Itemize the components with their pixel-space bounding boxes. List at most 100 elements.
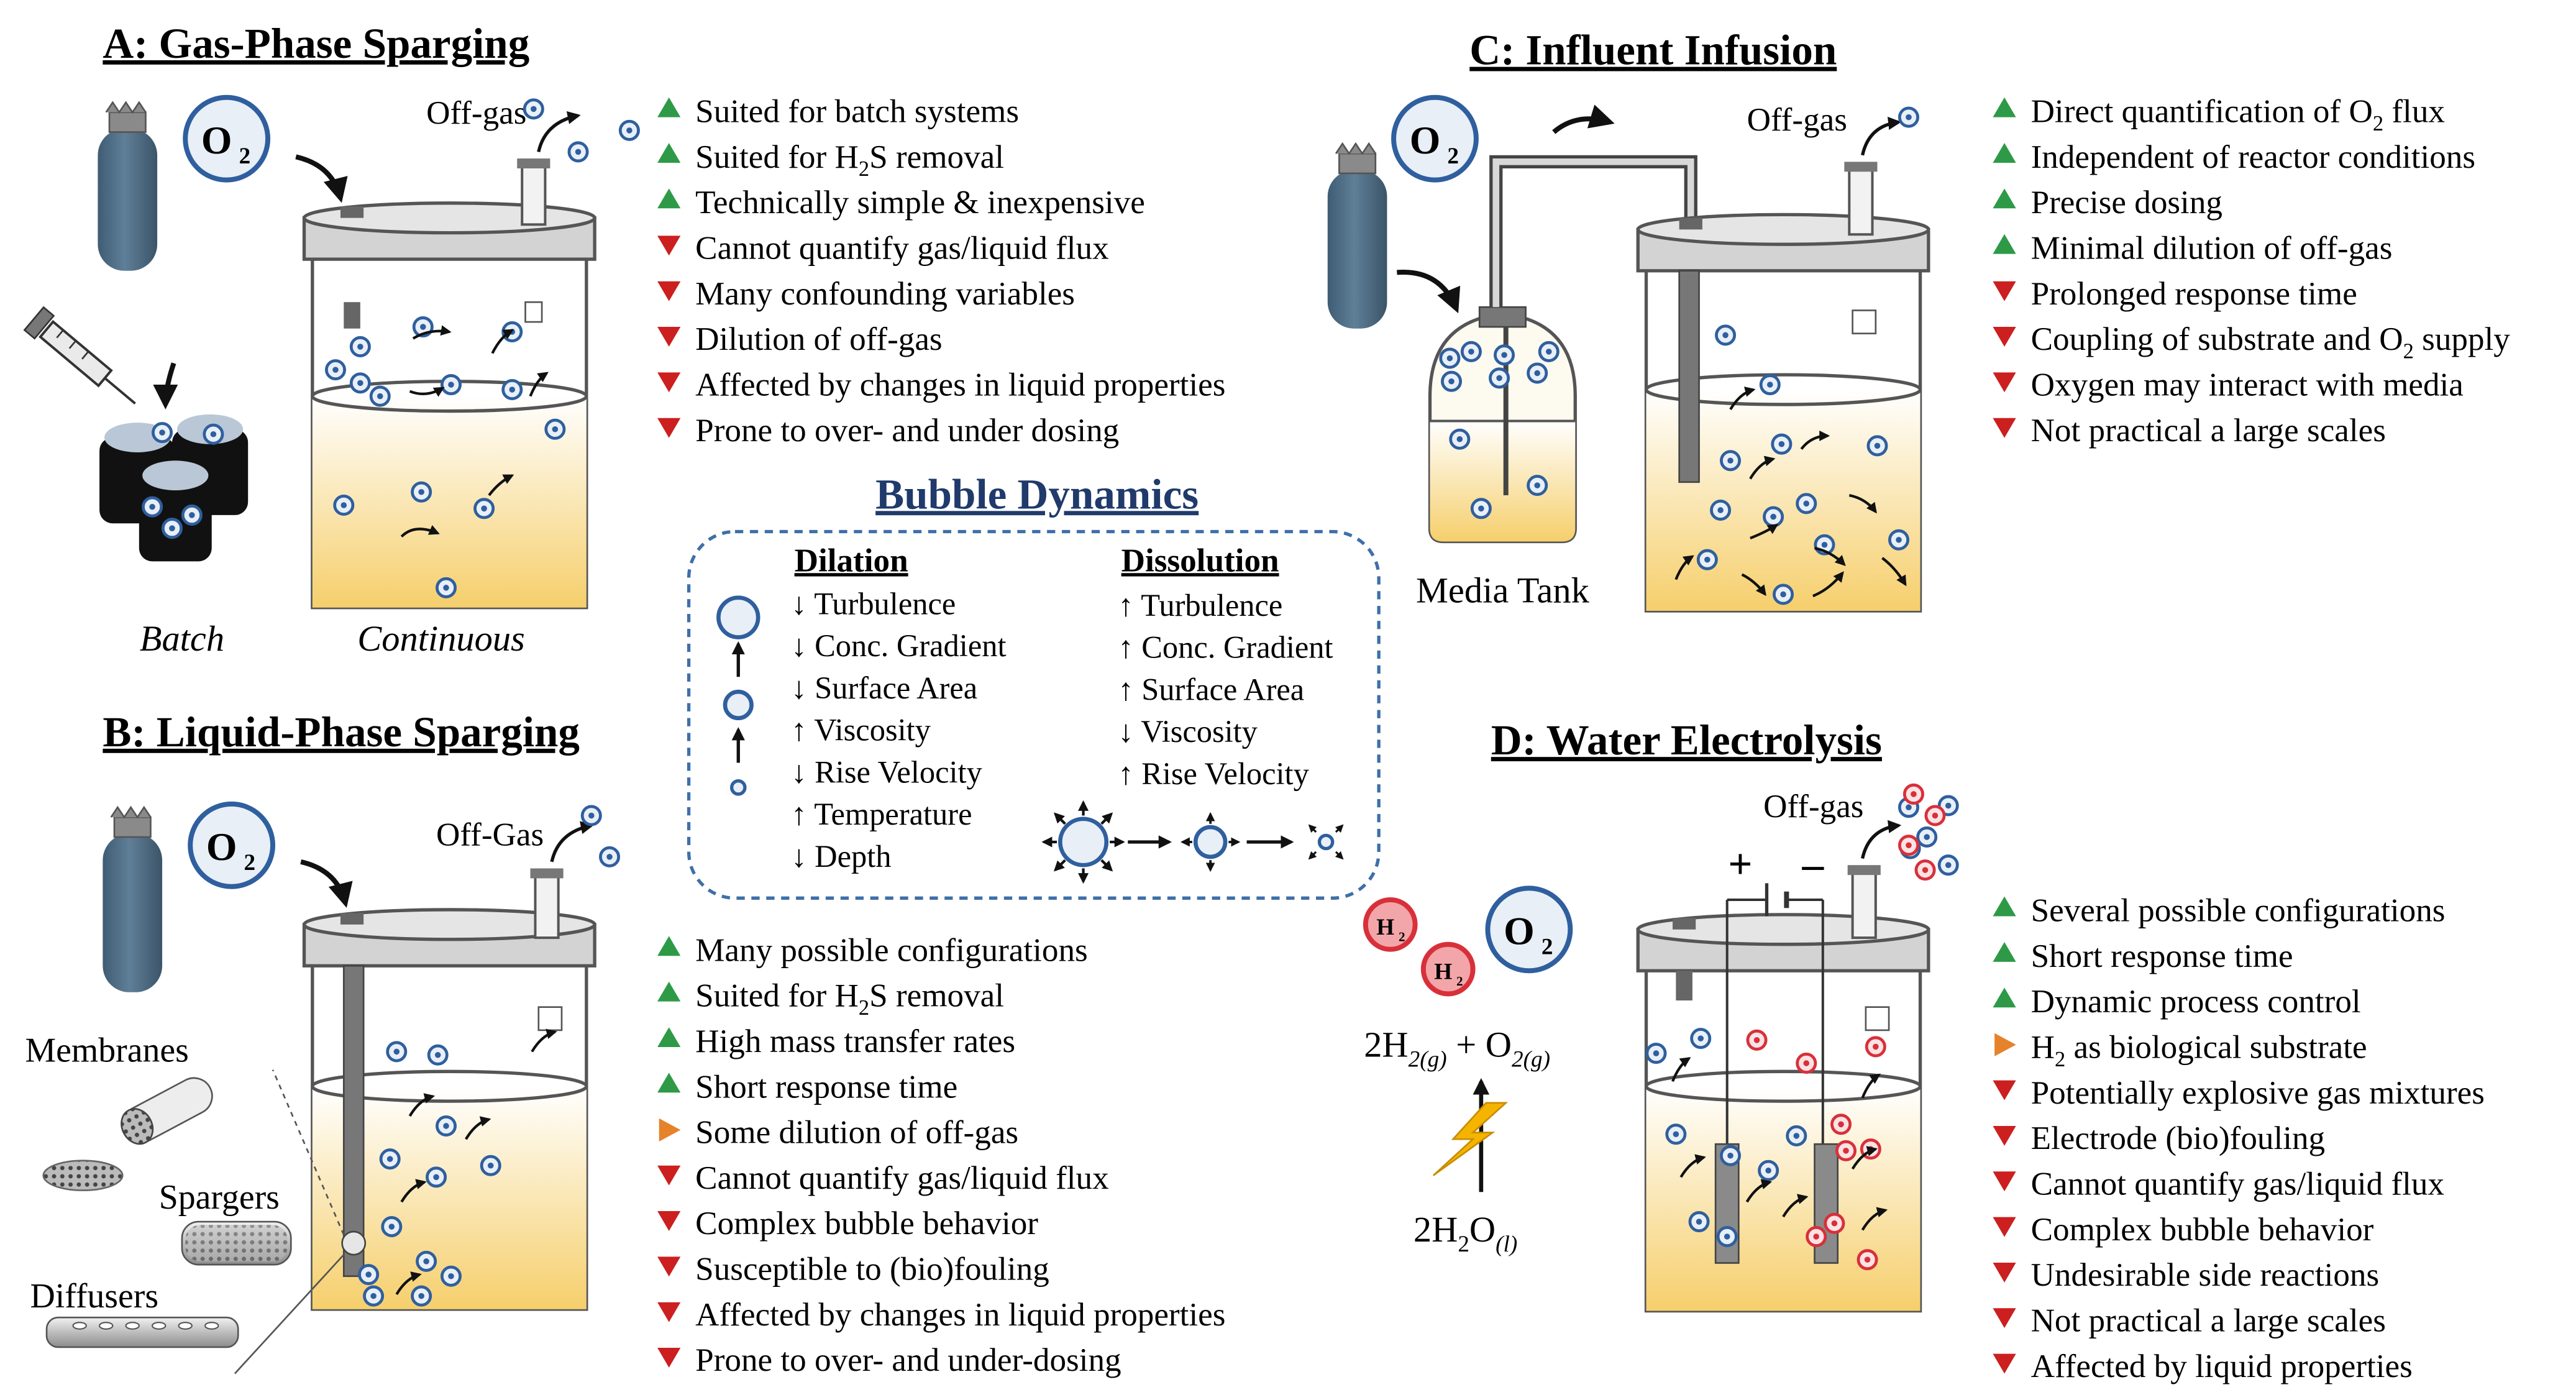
list-item: Susceptible to (bio)fouling: [657, 1251, 1049, 1288]
list-item-text: Independent of reactor conditions: [2031, 139, 2475, 175]
reactor-vessel-c: [1636, 162, 1930, 613]
o2-subscript: 2: [239, 144, 251, 169]
lightning-bolt-icon: [1432, 1102, 1509, 1176]
con-marker-icon: [1993, 418, 2016, 438]
dilation-item: ↑ Viscosity: [791, 713, 931, 748]
bubble-core: [418, 1292, 424, 1299]
list-item-text: Not practical a large scales: [2031, 1302, 2386, 1338]
list-item-text: Prone to over- and under dosing: [695, 413, 1119, 449]
electrolysis-equation-reactant: 2H2O(l): [1414, 1209, 1517, 1257]
dissolution-item: ↓ Viscosity: [1118, 714, 1258, 749]
pro-marker-icon: [1993, 97, 2016, 117]
bubble-core: [433, 1174, 439, 1181]
list-item: Many confounding variables: [657, 276, 1075, 312]
bubble-core: [340, 502, 347, 508]
list-item-text: Coupling of substrate and O2 supply: [2031, 321, 2511, 363]
bubble-core: [434, 1051, 441, 1058]
inject-arrow-icon: [153, 362, 178, 409]
bubble-core: [1932, 812, 1939, 819]
con-marker-icon: [657, 372, 681, 393]
bubble-core: [1496, 375, 1502, 382]
bubble-core: [1704, 556, 1710, 563]
dilation-item: ↓ Depth: [791, 839, 891, 874]
swirl-arrow-icon: [1881, 557, 1907, 587]
con-marker-icon: [1993, 1308, 2016, 1329]
list-item-text: Affected by changes in liquid properties: [695, 367, 1225, 403]
bubble-core: [448, 1273, 454, 1279]
sparger-icon: [181, 1220, 292, 1266]
bubble-core: [1534, 482, 1540, 488]
electrolysis-equation-products: 2H2(g) + O2(g): [1364, 1024, 1550, 1072]
continuous-label: Continuous: [357, 618, 525, 659]
dissolution-item: ↑ Conc. Gradient: [1118, 630, 1333, 665]
dilation-list: ↓ Turbulence↓ Conc. Gradient↓ Surface Ar…: [791, 586, 1006, 873]
panel-d-title: D: Water Electrolysis: [1491, 716, 1882, 764]
bubble-core: [443, 585, 449, 591]
flow-arrow-icon: [295, 154, 348, 203]
swirl-arrow-icon: [465, 1116, 491, 1140]
list-item: Electrode (bio)fouling: [1993, 1120, 2325, 1156]
bubble-core: [1778, 441, 1785, 447]
list-item-text: Some dilution of off-gas: [695, 1115, 1018, 1151]
bubble-core: [1724, 1233, 1730, 1240]
gas-cylinder-icon: [1327, 142, 1387, 329]
bubble-core: [332, 367, 339, 373]
bubble-core: [1673, 1131, 1679, 1138]
zoom-line: [272, 1069, 345, 1235]
o2-subscript: 2: [1447, 144, 1459, 169]
swirl-arrows-d: [1671, 1057, 1888, 1231]
list-item: Cannot quantify gas/liquid flux: [1993, 1166, 2444, 1202]
swirl-arrow-icon: [400, 524, 440, 538]
con-marker-icon: [657, 1348, 681, 1368]
swirl-arrow-icon: [1848, 493, 1877, 514]
bubble-core: [1501, 352, 1507, 359]
neutral-marker-icon: [659, 1118, 681, 1142]
flow-arrow-icon: [1397, 269, 1461, 314]
list-item-text: Dynamic process control: [2031, 984, 2361, 1020]
list-item-text: Affected by liquid properties: [2031, 1348, 2413, 1384]
dilation-item: ↑ Temperature: [791, 797, 972, 831]
bubble-dissolution-icon: [1041, 800, 1344, 884]
list-item-text: Direct quantification of O2 flux: [2031, 94, 2445, 135]
swirl-arrow-icon: [1671, 1057, 1691, 1082]
swirl-arrows-c: [1674, 387, 1907, 598]
con-marker-icon: [1993, 327, 2016, 347]
list-item: Potentially explosive gas mixtures: [1993, 1075, 2485, 1111]
list-item: Affected by liquid properties: [1993, 1348, 2413, 1384]
bubble-core: [377, 393, 383, 400]
pro-marker-icon: [657, 936, 681, 956]
bubble-core: [552, 426, 559, 432]
swirl-arrow-icon: [408, 1093, 436, 1117]
bubble-core: [169, 525, 175, 531]
swirl-arrow-icon: [1741, 573, 1766, 597]
list-item: Dynamic process control: [1993, 984, 2361, 1020]
bubble-core: [393, 1048, 400, 1055]
pro-marker-icon: [657, 1027, 681, 1047]
bubble-core: [1873, 1043, 1879, 1050]
o2-subscript: 2: [1541, 935, 1553, 960]
swirl-arrow-icon: [1729, 387, 1756, 410]
con-marker-icon: [657, 418, 681, 438]
bubble-core: [1906, 842, 1912, 849]
h2-label: H: [1434, 959, 1452, 985]
flow-arrow-icon: [1552, 104, 1615, 134]
dilation-item: ↓ Rise Velocity: [791, 754, 982, 789]
list-item: Suited for H2S removal: [657, 139, 1004, 181]
bubble-core: [1838, 1121, 1844, 1128]
panel-c: C: Influent Infusion O 2 Media Tank: [1327, 26, 2511, 613]
dilation-item: ↓ Conc. Gradient: [791, 628, 1006, 663]
bubble-core: [1803, 1060, 1810, 1066]
bubble-core: [1793, 1133, 1800, 1139]
pro-marker-icon: [657, 97, 681, 117]
o2-label: O: [206, 825, 237, 869]
bubble-core: [388, 1224, 395, 1230]
swirl-arrow-icon: [395, 1271, 422, 1296]
bubble-core: [448, 382, 454, 388]
bubble-core: [365, 1271, 372, 1278]
swirl-arrow-icon: [412, 325, 452, 340]
swirl-arrow-icon: [1814, 546, 1846, 567]
list-item: Oxygen may interact with media: [1993, 367, 2464, 403]
pro-marker-icon: [657, 981, 681, 1002]
bubble-core: [1534, 370, 1540, 377]
